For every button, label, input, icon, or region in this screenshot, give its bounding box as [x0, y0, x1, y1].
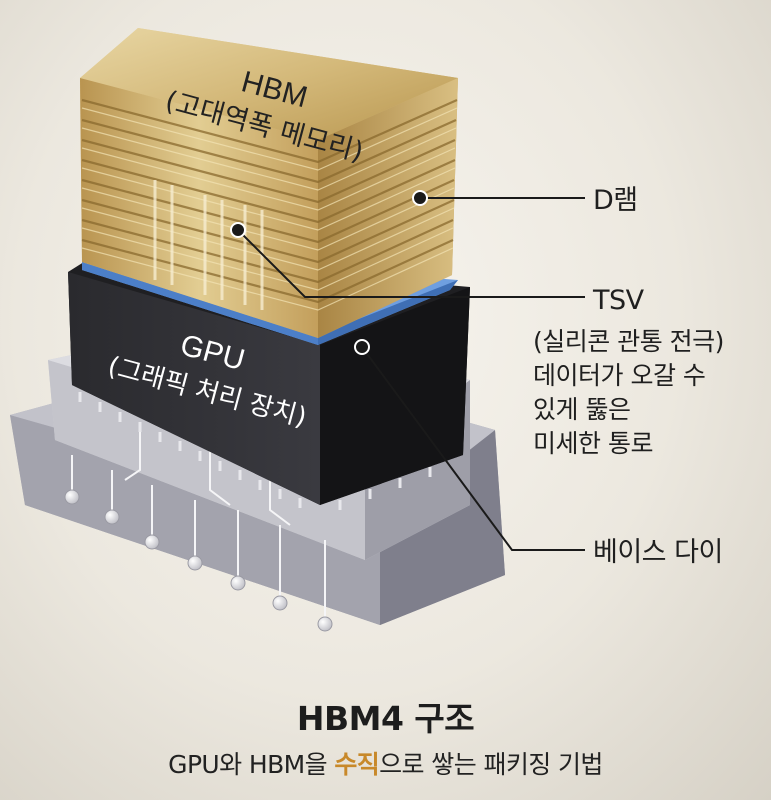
solder-bumps	[64, 489, 333, 632]
subtitle-part-1: GPU와 HBM을	[168, 750, 335, 779]
tsv-label: TSV	[593, 285, 644, 316]
tsv-description-line-4: 미세한 통로	[533, 428, 653, 458]
dram-label: D램	[593, 185, 638, 216]
gpu-pins	[78, 392, 432, 510]
tsv-description-line-1: (실리콘 관통 전극)	[533, 327, 724, 357]
base-die-label: 베이스 다이	[593, 537, 723, 568]
tsv-channels	[153, 180, 264, 310]
callout-dots	[230, 190, 428, 355]
diagram-subtitle: GPU와 HBM을 수직으로 쌓는 패키징 기법	[0, 745, 771, 781]
callout-lines	[237, 197, 585, 551]
subtitle-highlight: 수직	[334, 750, 380, 779]
dram-layer-highlights	[81, 107, 458, 311]
tsv-label-block: TSV (실리콘 관통 전극) 데이터가 오갈 수 있게 뚫은 미세한 통로	[533, 283, 724, 460]
dram-layers	[81, 98, 458, 304]
tsv-description-line-2: 데이터가 오갈 수	[533, 361, 706, 391]
circuit-traces	[71, 430, 326, 620]
diagram-title: HBM4 구조	[296, 699, 475, 738]
subtitle-part-2: 으로 쌓는 패키징 기법	[379, 750, 603, 779]
tsv-description-line-3: 있게 뚫은	[533, 394, 631, 424]
